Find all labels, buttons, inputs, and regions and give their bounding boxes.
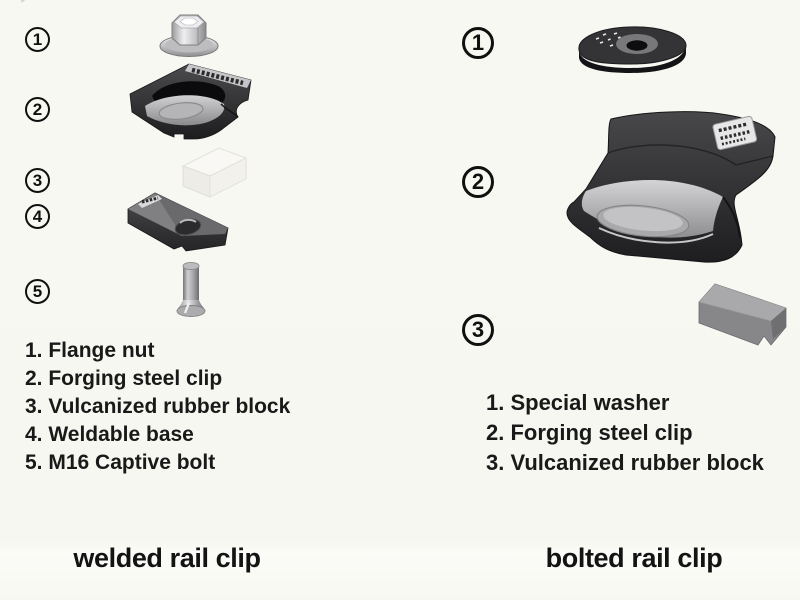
left-marker-2-number: 2 <box>32 100 43 119</box>
legend-item-m16-captive-bolt: 5. M16 Captive bolt <box>25 451 216 474</box>
weldable-base-illustration <box>127 192 229 252</box>
legend-item-vulcanized-rubber-block: 3. Vulcanized rubber block <box>25 395 291 418</box>
left-marker-5: 5 <box>25 279 50 304</box>
bolted-parts-legend: 1. Special washer 2. Forging steel clip … <box>486 388 796 478</box>
right-marker-3: 3 <box>462 314 494 346</box>
legend-item-weldable-base: 4. Weldable base <box>25 423 194 446</box>
m16-captive-bolt-illustration <box>176 261 206 317</box>
legend-item-forging-steel-clip: 2. Forging steel clip <box>486 420 693 445</box>
vulcanized-rubber-block-right-illustration <box>698 283 787 346</box>
legend-item-special-washer: 1. Special washer <box>486 390 670 415</box>
left-marker-1: 1 <box>25 27 50 52</box>
forging-steel-clip-left-illustration <box>129 63 252 140</box>
right-marker-2-number: 2 <box>471 169 485 194</box>
left-marker-4-number: 4 <box>32 207 43 226</box>
left-marker-2: 2 <box>25 97 50 122</box>
left-marker-3-number: 3 <box>32 171 43 190</box>
forging-steel-clip-right-illustration <box>566 111 776 263</box>
special-washer-illustration <box>578 26 687 73</box>
corner-artifact-mark <box>20 0 38 3</box>
flange-nut-illustration <box>159 14 219 57</box>
left-marker-3: 3 <box>25 168 50 193</box>
legend-item-vulcanized-rubber-block: 3. Vulcanized rubber block <box>486 450 764 475</box>
left-marker-1-number: 1 <box>32 30 43 49</box>
legend-item-forging-steel-clip: 2. Forging steel clip <box>25 367 223 390</box>
right-marker-1: 1 <box>462 27 494 59</box>
vulcanized-rubber-block-left-illustration <box>181 147 248 198</box>
right-marker-2: 2 <box>462 166 494 198</box>
legend-item-flange-nut: 1. Flange nut <box>25 339 155 362</box>
left-marker-4: 4 <box>25 204 50 229</box>
welded-parts-legend: 1. Flange nut 2. Forging steel clip 3. V… <box>25 337 325 477</box>
left-marker-5-number: 5 <box>32 282 43 301</box>
welded-rail-clip-caption: welded rail clip <box>73 543 261 573</box>
bolted-rail-clip-caption: bolted rail clip <box>545 543 723 573</box>
right-marker-1-number: 1 <box>471 30 485 55</box>
right-marker-3-number: 3 <box>471 317 485 342</box>
